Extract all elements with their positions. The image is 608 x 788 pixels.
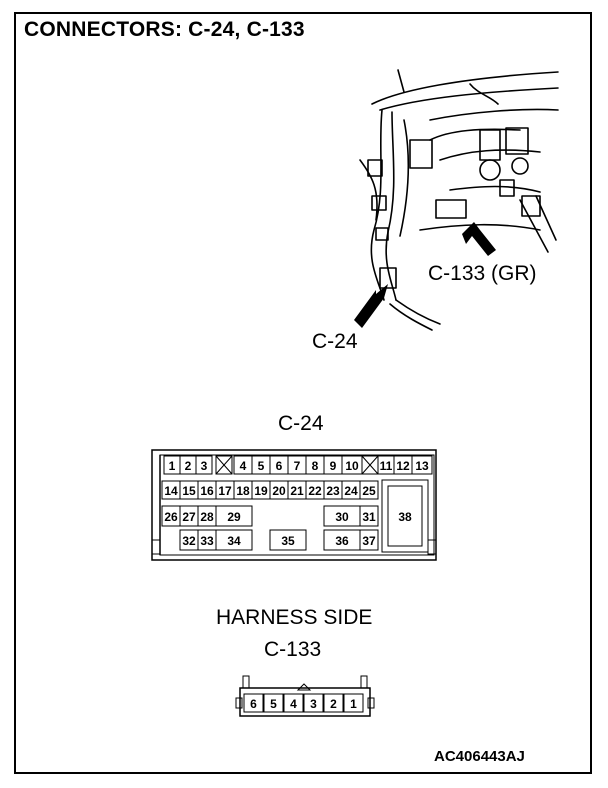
pin-3-cavity <box>195 455 213 475</box>
connector-c24 <box>151 449 437 561</box>
connector-c133 <box>235 675 375 717</box>
pin-29-cavity <box>215 505 253 527</box>
pin-31-cavity <box>359 505 379 527</box>
pin-25-cavity <box>359 480 379 500</box>
pin-21: 21 <box>290 484 304 498</box>
page-title: CONNECTORS: C-24, C-133 <box>24 18 305 41</box>
c133-pin-3-cavity <box>303 693 324 713</box>
arrow-c24-icon <box>354 284 388 328</box>
c133-pin-4: 4 <box>290 697 297 711</box>
c133-pin-6: 6 <box>250 697 257 711</box>
pin-3: 3 <box>201 459 208 473</box>
pin-35-cavity <box>269 529 307 551</box>
pin-23: 23 <box>326 484 340 498</box>
pin-2: 2 <box>185 459 192 473</box>
pin-25: 25 <box>362 484 376 498</box>
blank-cavity-mark <box>361 455 379 475</box>
pin-26: 26 <box>164 510 178 524</box>
c133-pin-5-cavity <box>263 693 284 713</box>
figure-id: AC406443AJ <box>434 748 525 765</box>
pin-35: 35 <box>281 534 295 548</box>
pin-37-cavity <box>359 529 379 551</box>
blank-cavity <box>215 455 233 475</box>
diagram-frame <box>14 12 592 774</box>
callout-c133-label: C-133 (GR) <box>428 262 537 285</box>
pin-5: 5 <box>258 459 265 473</box>
pin-8: 8 <box>312 459 319 473</box>
c133-pin-5: 5 <box>270 697 277 711</box>
pin-17: 17 <box>218 484 232 498</box>
pin-27: 27 <box>182 510 196 524</box>
pin-9: 9 <box>330 459 337 473</box>
pin-10: 10 <box>345 459 359 473</box>
pin-15: 15 <box>182 484 196 498</box>
pin-34-cavity <box>215 529 253 551</box>
pin-7: 7 <box>294 459 301 473</box>
pin-11: 11 <box>380 459 393 473</box>
pin-28: 28 <box>200 510 214 524</box>
pin-16: 16 <box>200 484 214 498</box>
pin-38-cavity <box>387 485 423 547</box>
c133-pin-1-cavity <box>343 693 364 713</box>
pin-12: 12 <box>396 459 410 473</box>
pin-6: 6 <box>276 459 283 473</box>
pin-13-cavity <box>411 455 433 475</box>
harness-illustration <box>359 69 559 331</box>
harness-side-label: HARNESS SIDE <box>216 606 373 629</box>
pin-33: 33 <box>200 534 214 548</box>
c133-pin-1: 1 <box>350 697 357 711</box>
callout-c24-label: C-24 <box>312 330 358 353</box>
pin-13: 13 <box>415 459 429 473</box>
c133-pin-4-cavity <box>283 693 304 713</box>
pin-19: 19 <box>254 484 268 498</box>
pin-24: 24 <box>344 484 358 498</box>
pin-36: 36 <box>335 534 349 548</box>
pin-14: 14 <box>164 484 178 498</box>
pin-32: 32 <box>182 534 196 548</box>
pin-1: 1 <box>169 459 176 473</box>
c133-pin-2-cavity <box>323 693 344 713</box>
pin-30: 30 <box>335 510 349 524</box>
pin-38: 38 <box>398 510 412 524</box>
connector-c24-label: C-24 <box>278 412 324 435</box>
pin-20: 20 <box>272 484 286 498</box>
pin-34: 34 <box>227 534 241 548</box>
c133-pin-2: 2 <box>330 697 337 711</box>
blank-cavity-mark <box>215 455 233 475</box>
pin-22: 22 <box>308 484 322 498</box>
pin-4: 4 <box>240 459 247 473</box>
pin-38-housing-cavity <box>381 479 429 553</box>
c133-pin-3: 3 <box>310 697 317 711</box>
pin-31: 31 <box>362 510 376 524</box>
arrow-c133-icon <box>462 222 496 256</box>
pin-37: 37 <box>362 534 376 548</box>
connector-c133-label: C-133 <box>264 638 322 661</box>
c133-pin-6-cavity <box>243 693 264 713</box>
pin-29: 29 <box>227 510 241 524</box>
pin-18: 18 <box>236 484 250 498</box>
